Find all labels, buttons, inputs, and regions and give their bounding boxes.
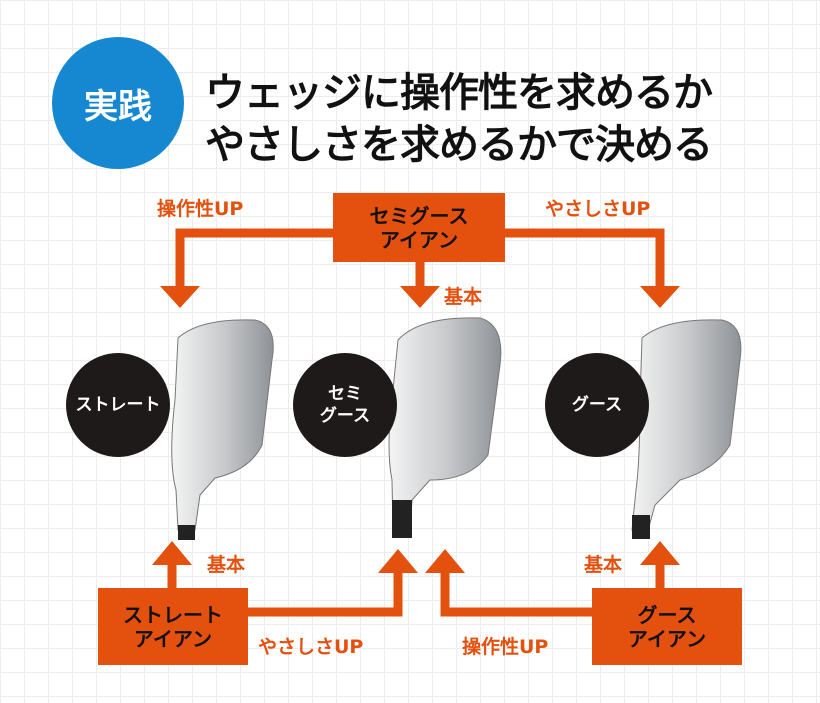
box-line-2: アイアン	[133, 626, 213, 651]
label-basic-left: 基本	[207, 554, 246, 576]
arrowheads	[152, 286, 680, 573]
arrowhead-up-icon	[640, 541, 680, 565]
arrowhead-up-icon	[425, 549, 465, 573]
arrowhead-down-icon	[400, 286, 440, 308]
label-control-up-bottom: 操作性UP	[462, 636, 549, 658]
arrowhead-down-icon	[640, 286, 680, 308]
wedge-semi-goose	[388, 317, 502, 538]
semi-goose-label-circle: セミ グース	[293, 353, 397, 457]
circle-text: セミ	[328, 384, 362, 404]
label-ease-up: やさしさUP	[545, 198, 651, 220]
box-line-2: アイアン	[379, 227, 459, 252]
box-line-1: グース	[637, 602, 697, 627]
top-connectors	[167, 228, 665, 617]
title-line-2: やさしさを求めるかで決める	[205, 122, 713, 168]
goose-iron-box: グース アイアン	[592, 588, 742, 665]
goose-label-circle: グース	[545, 353, 649, 457]
circle-text: グース	[319, 406, 371, 426]
box-line-1: セミグース	[369, 203, 469, 228]
label-control-up: 操作性UP	[157, 198, 244, 220]
arrow-line-bottom-right-control	[440, 570, 594, 617]
semi-goose-iron-box: セミグース アイアン	[333, 193, 505, 262]
label-basic-right: 基本	[584, 554, 623, 576]
arrow-line-right	[505, 228, 665, 288]
arrowhead-up-icon	[378, 549, 418, 573]
straight-iron-box: ストレート アイアン	[98, 588, 248, 665]
box-line-1: ストレート	[123, 602, 223, 627]
box-line-2: アイアン	[627, 626, 707, 651]
circle-text: ストレート	[75, 395, 161, 415]
straight-label-circle: ストレート	[66, 353, 170, 457]
title-line-1: ウェッジに操作性を求めるか	[205, 70, 713, 116]
arrow-line-bottom-left-easy	[248, 570, 403, 617]
arrowhead-down-icon	[160, 286, 200, 308]
wedge-straight	[171, 319, 274, 540]
arrow-line-left	[175, 228, 335, 288]
circle-text: グース	[571, 395, 623, 415]
arrowhead-up-icon	[152, 541, 192, 565]
wedge-goose	[631, 319, 742, 539]
label-basic: 基本	[444, 286, 483, 308]
practice-badge: 実践	[52, 37, 184, 169]
label-ease-up-bottom: やさしさUP	[258, 636, 364, 658]
